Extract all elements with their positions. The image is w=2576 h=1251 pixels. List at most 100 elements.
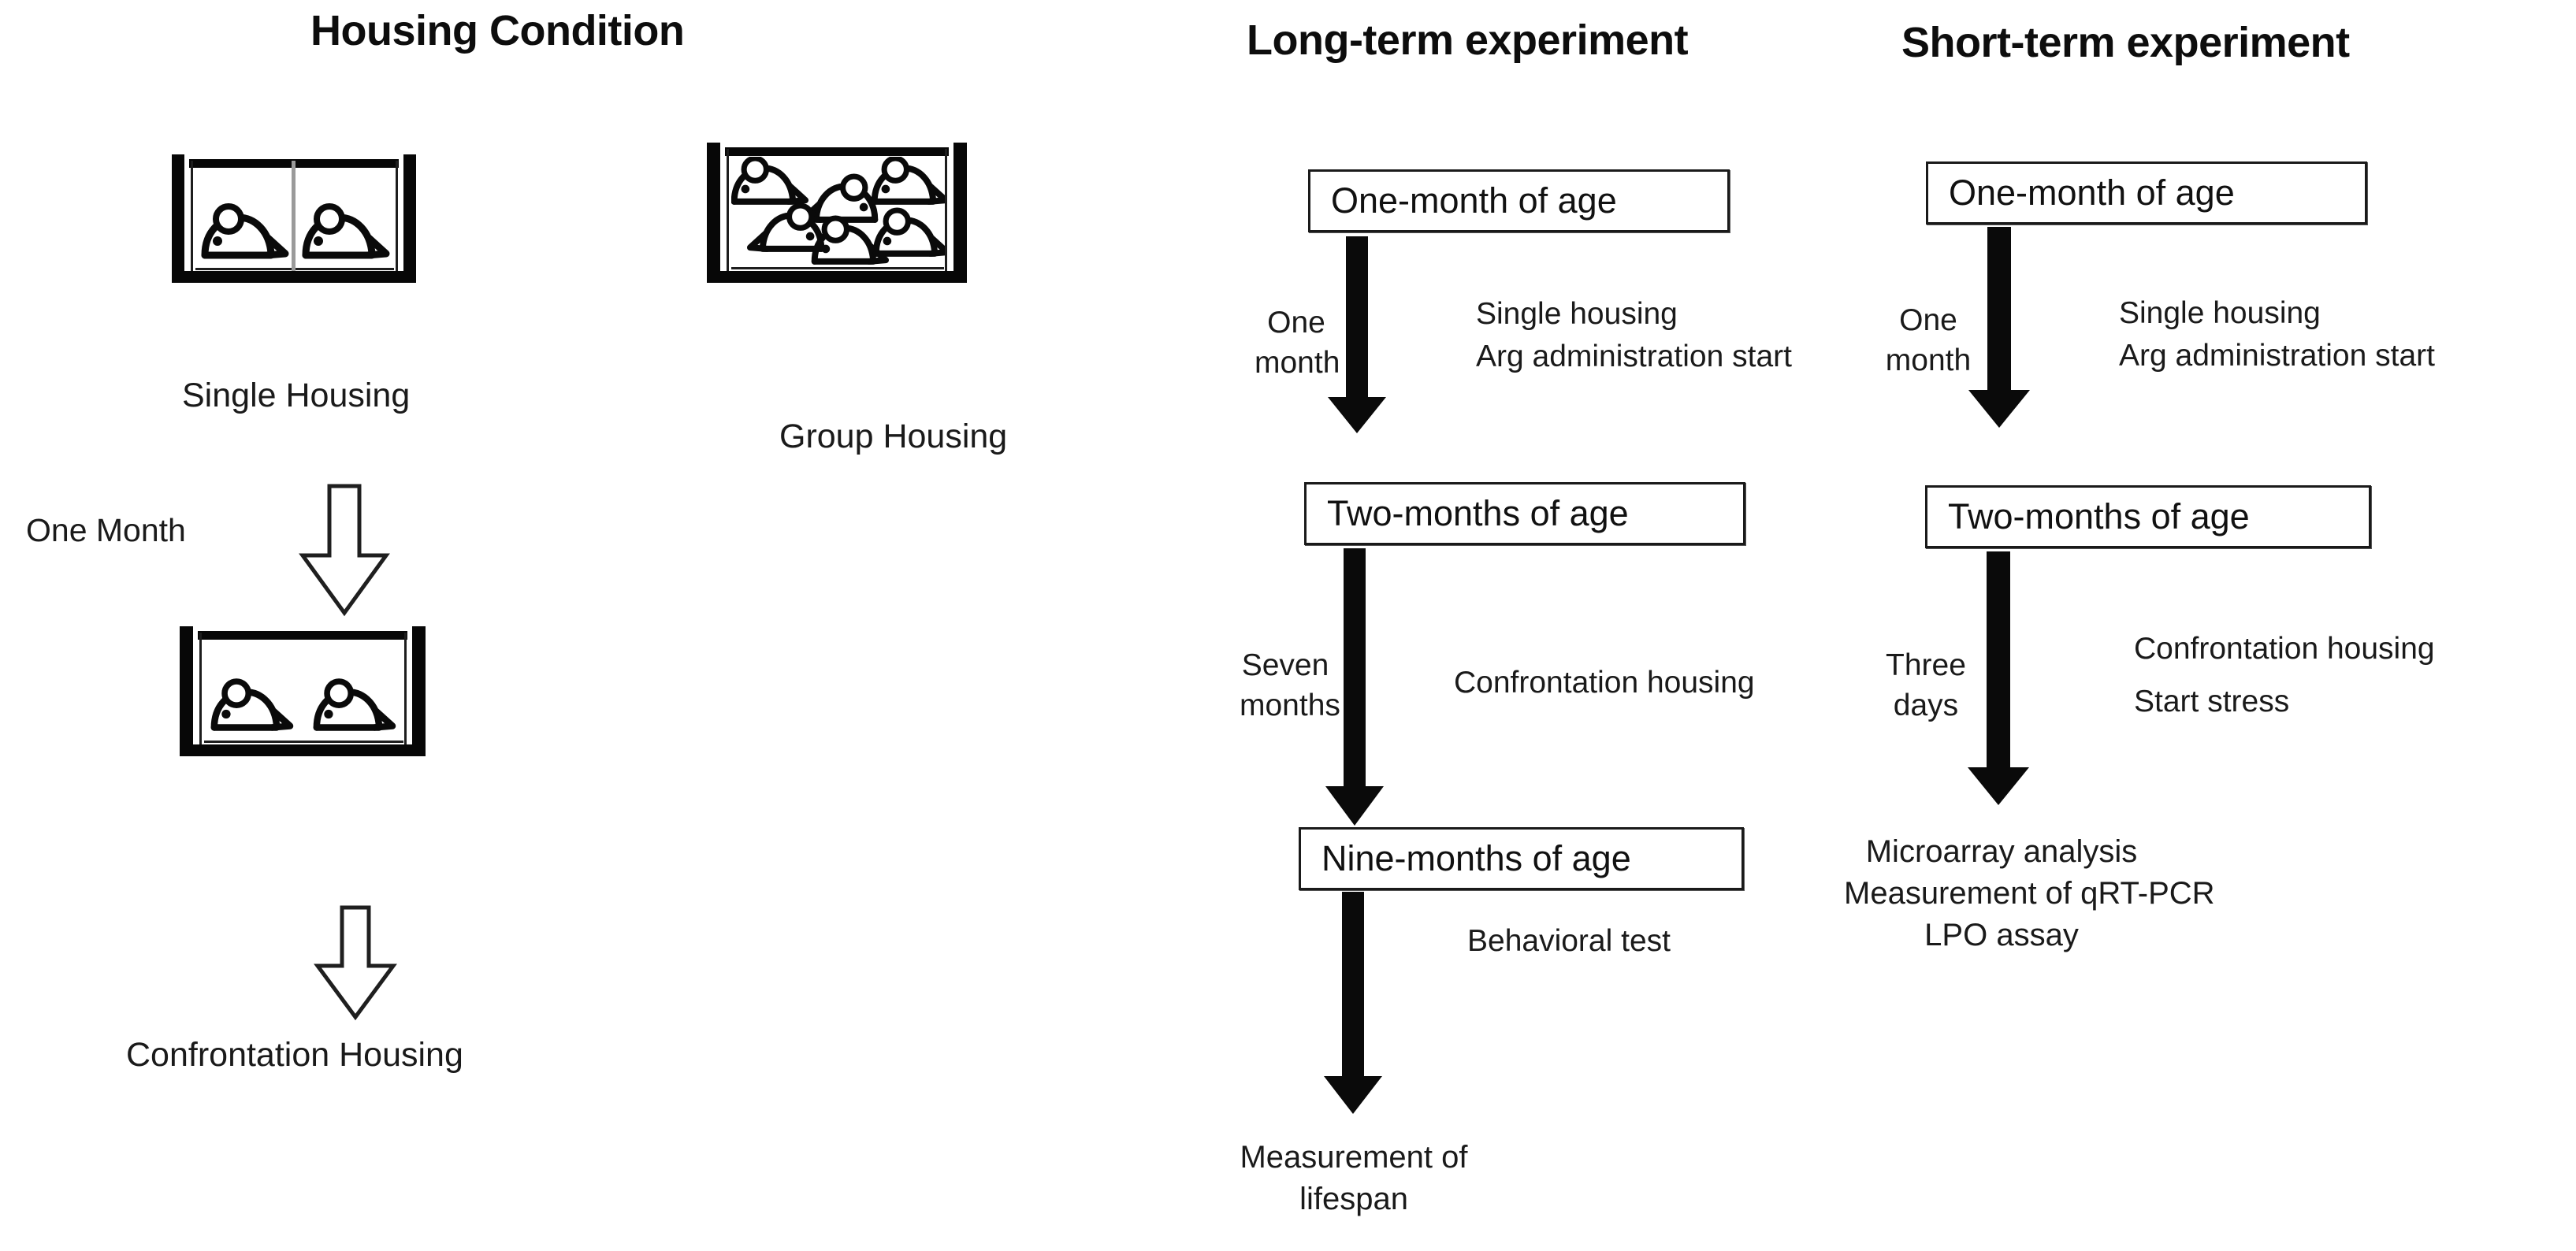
cage-base [707,271,967,283]
long-term-outcome: Measurement of lifespan [1220,1137,1488,1220]
short-term-note-1: Single housing Arg administration start [2119,292,2435,377]
cage-post-right [403,154,416,271]
arrow-shaft [1344,548,1366,789]
arrow-shaft [1342,892,1364,1079]
short-term-note-2: Confrontation housing Start stress [2134,622,2435,728]
mouse-icon [745,202,827,254]
cage-divider [292,161,296,271]
cage-inner-left [727,149,729,271]
arrow-head [1325,786,1384,826]
duration-line: One [1267,306,1325,340]
short-term-step-label-2: Two-months of age [1948,496,2250,536]
single-housing-cage [172,154,416,283]
duration-line: months [1240,688,1340,722]
cage-post-right [412,626,426,744]
confrontation-down-arrow [311,904,400,1021]
long-term-step-label-3: Nine-months of age [1321,838,1631,878]
arrow-head [1968,390,2030,428]
duration-line: One [1899,303,1957,337]
long-term-arrow-1 [1328,236,1386,433]
mouse-icon [311,678,396,733]
short-term-duration-1: One month [1885,301,1972,380]
arrow-shaft [1346,236,1368,400]
cage-post-left [172,154,184,271]
group-housing-label: Group Housing [779,418,1008,455]
note-line: Start stress [2134,685,2290,719]
short-term-arrow-1 [1968,227,2030,428]
single-housing-label: Single Housing [182,377,411,414]
duration-line: Three [1886,648,1966,682]
cage-interior [195,169,396,268]
mouse-icon [808,215,890,267]
cage-post-left [707,143,720,271]
short-term-step-box-1: One-month of age [1926,161,2367,225]
cage-inner-left [191,161,193,271]
cage-inner-bottom [204,741,403,743]
short-term-outcome: Microarray analysis Measurement of qRT-P… [1844,831,2215,956]
housing-condition-title: Housing Condition [310,7,685,54]
long-term-step-box-1: One-month of age [1308,169,1730,232]
confrontation-housing-label: Confrontation Housing [126,1036,463,1074]
group-housing-cage [707,143,967,283]
short-term-step-box-2: Two-months of age [1925,485,2371,548]
mouse-icon [868,157,945,207]
one-month-transition-label: One Month [26,512,186,548]
long-term-note-3: Behavioral test [1467,920,1671,963]
mouse-icon [731,157,810,207]
duration-line: month [1885,343,1972,377]
note-line: Arg administration start [2119,338,2435,373]
cage-post-right [953,143,967,271]
short-term-title: Short-term experiment [1901,19,2350,66]
short-term-arrow-2 [1968,551,2029,805]
note-line: Confrontation housing [2134,632,2435,666]
note-line: Single housing [1476,297,1678,331]
note-line: Arg administration start [1476,339,1792,373]
mouse-icon [301,203,390,262]
cage-inner-bottom [731,267,944,269]
one-month-down-arrow [296,483,392,617]
cage-inner-right [396,161,398,271]
long-term-note-2: Confrontation housing [1454,662,1755,704]
arrow-shaft [1987,227,2011,392]
arrow-head [1328,397,1386,433]
long-term-title: Long-term experiment [1247,17,1689,64]
outcome-line: Measurement of [1240,1140,1468,1175]
long-term-step-box-2: Two-months of age [1304,482,1745,545]
duration-line: month [1255,345,1340,380]
mouse-icon [209,678,294,733]
confrontation-housing-cage [180,626,426,756]
outcome-line: LPO assay [1924,917,2079,952]
note-line: Behavioral test [1467,924,1671,958]
arrow-head [1968,767,2029,805]
cage-top-rail [198,631,407,640]
mouse-icon [200,203,289,262]
cage-base [172,271,416,283]
cage-interior [731,157,945,267]
cage-interior [204,640,404,741]
note-line: Single housing [2119,296,2321,330]
arrow-head [1324,1076,1382,1114]
cage-top-rail [725,147,949,156]
long-term-duration-2: Seven months [1240,646,1340,726]
outcome-line: Microarray analysis [1865,834,2138,869]
short-term-step-label-1: One-month of age [1949,173,2235,213]
duration-line: days [1893,688,1959,722]
outcome-line: Measurement of qRT-PCR [1844,875,2215,911]
note-line: Confrontation housing [1454,666,1755,700]
long-term-arrow-3 [1324,892,1382,1114]
long-term-step-box-3: Nine-months of age [1299,827,1744,890]
long-term-note-1: Single housing Arg administration start [1476,293,1792,378]
cage-inner-right [404,633,407,744]
short-term-duration-2: Three days [1879,646,1972,726]
long-term-step-label-2: Two-months of age [1327,493,1629,533]
long-term-arrow-2 [1325,548,1384,826]
cage-inner-left [199,633,202,744]
cage-base [180,744,426,756]
duration-line: Seven [1241,648,1329,682]
cage-post-left [180,626,193,744]
cage-inner-right [945,149,947,271]
long-term-step-label-1: One-month of age [1331,180,1617,221]
long-term-duration-1: One month [1255,303,1340,383]
arrow-shaft [1987,551,2010,770]
mouse-icon [870,207,945,259]
